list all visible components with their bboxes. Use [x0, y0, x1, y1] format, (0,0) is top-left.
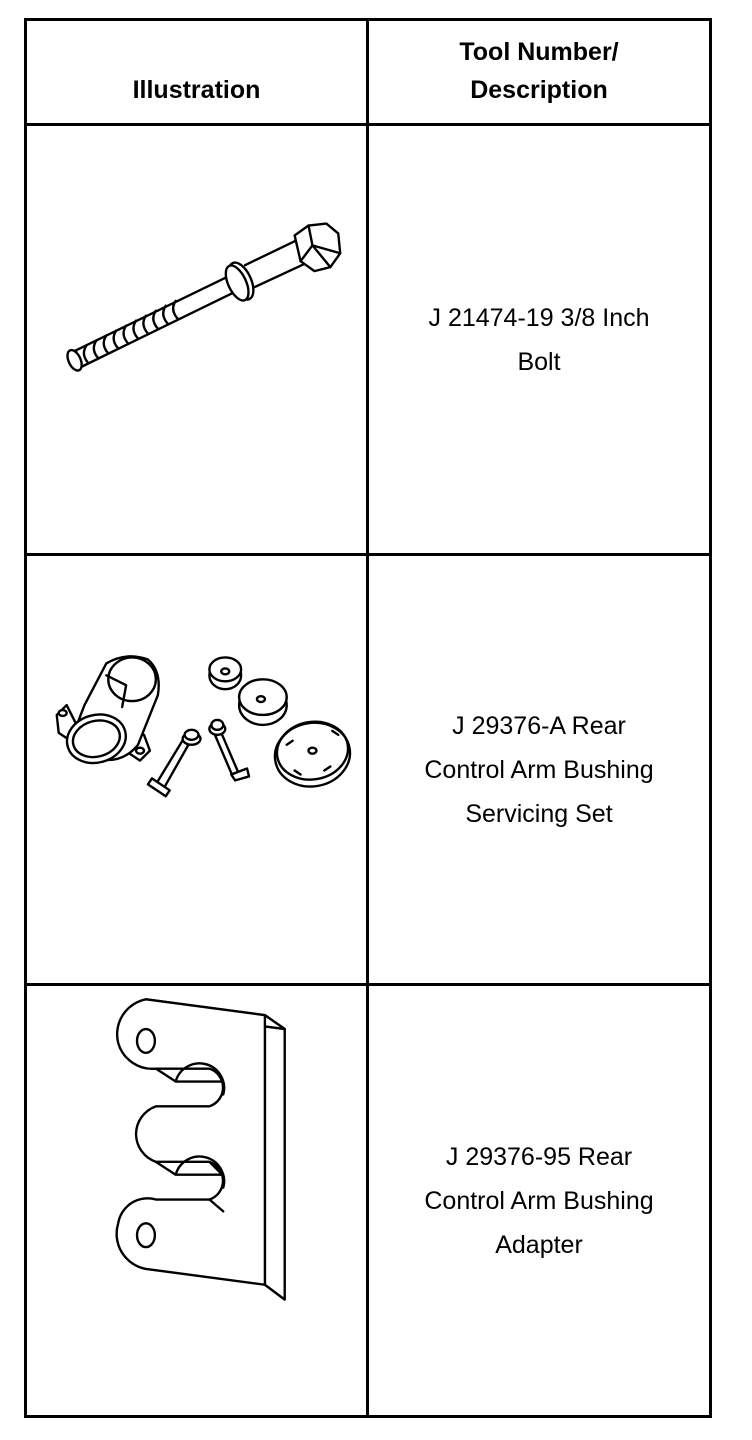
row-3-desc-line-2: Control Arm Bushing: [424, 1186, 654, 1215]
header-illustration: Illustration: [27, 21, 369, 126]
row-1-description: J 21474-19 3/8 Inch Bolt: [369, 126, 709, 556]
bushing-adapter-icon: [115, 998, 286, 1301]
bolt-icon: [66, 222, 342, 372]
row-2-illustration: [27, 556, 369, 986]
row-3-desc-line-1: J 29376-95 Rear: [445, 1142, 633, 1171]
tool-table: Illustration Tool Number/ Description: [24, 18, 712, 1418]
row-2-description: J 29376-A Rear Control Arm Bushing Servi…: [369, 556, 709, 986]
header-tool-number-label: Tool Number/: [459, 38, 619, 66]
row-1-desc-line-1: J 21474-19 3/8 Inch: [428, 303, 650, 332]
row-2-desc-line-3: Servicing Set: [465, 799, 613, 828]
header-tool-description: Tool Number/ Description: [369, 21, 709, 126]
bushing-servicing-set-icon: [55, 655, 352, 798]
row-2-desc-line-1: J 29376-A Rear: [452, 711, 626, 740]
header-description-label: Description: [470, 76, 608, 104]
row-3-illustration: [27, 986, 369, 1415]
row-3-description: J 29376-95 Rear Control Arm Bushing Adap…: [369, 986, 709, 1415]
row-3-desc-line-3: Adapter: [495, 1230, 583, 1259]
row-2-desc-line-2: Control Arm Bushing: [424, 755, 654, 784]
row-1-illustration: [27, 126, 369, 556]
header-illustration-label: Illustration: [132, 76, 261, 104]
row-1-desc-line-2: Bolt: [517, 347, 561, 376]
